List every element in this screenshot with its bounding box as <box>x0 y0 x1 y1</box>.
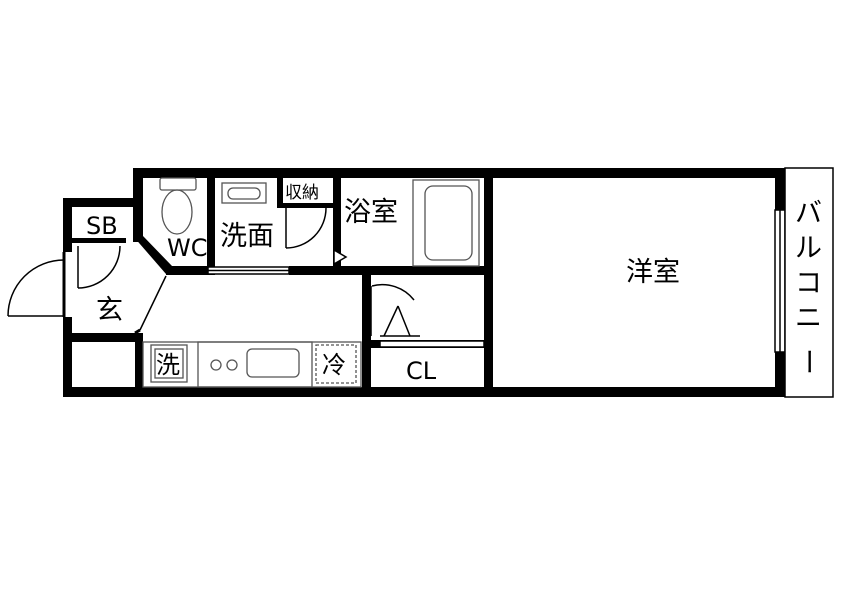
balcony-label: バ ル コ ニ ー <box>792 198 823 375</box>
washing-machine-icon <box>150 344 188 383</box>
wall-youshitsu-left <box>484 275 493 397</box>
toilet-icon <box>159 177 197 235</box>
doors <box>7 207 485 348</box>
kitchen-counter-icon <box>142 341 362 388</box>
fixtures <box>142 177 480 388</box>
closet-door <box>379 340 485 348</box>
bathtub-icon <box>412 179 480 267</box>
room-label-cl: CL <box>406 357 437 385</box>
balcony-rail <box>784 167 834 398</box>
wall-sb-top <box>63 198 143 207</box>
room-label-yokushitsu: 浴室 <box>344 197 398 228</box>
wall-store-top <box>63 333 143 342</box>
wall-corridor-top-right <box>289 266 335 275</box>
windows <box>207 209 786 353</box>
room-label-sb: SB <box>86 212 118 240</box>
label-fridge: 冷 <box>322 351 346 379</box>
wall-sb-bottom <box>72 238 126 243</box>
room-labels: SB 玄 WC 洗面 収納 浴室 洋室 CL 洗 冷 <box>86 183 680 385</box>
bath-door <box>333 248 348 266</box>
balcony <box>784 167 834 398</box>
wall-wash-bath <box>333 178 341 275</box>
room-label-wc: WC <box>167 234 208 262</box>
wall-bath-bottom <box>341 266 491 275</box>
balcony-char: ル <box>795 233 822 264</box>
label-washing-machine: 洗 <box>156 351 180 379</box>
wall-right-lower <box>775 352 785 397</box>
wall-bath-youshitsu <box>484 168 493 275</box>
wash-basin-icon <box>221 182 267 204</box>
room-label-genkan: 玄 <box>96 295 123 326</box>
wall-top <box>133 168 785 178</box>
hall-door <box>370 283 420 337</box>
balcony-char: ニ <box>795 303 822 334</box>
wall-sb-left <box>63 198 72 252</box>
balcony-char: コ <box>795 268 822 299</box>
wall-corridor-top-left <box>166 266 208 275</box>
balcony-char: ー <box>792 348 823 375</box>
wall-shuno-bottom <box>277 203 333 208</box>
entrance-door <box>7 252 66 317</box>
wall-hall-column <box>362 275 371 397</box>
outer-walls <box>63 168 785 397</box>
wall-entry-left-lower <box>63 317 72 397</box>
wall-wc-divider <box>207 178 215 275</box>
room-label-shuno: 収納 <box>285 183 319 203</box>
wall-shuno-left <box>277 178 283 208</box>
wall-store-right <box>135 333 143 397</box>
balcony-char: バ <box>795 198 822 229</box>
genkan-diagonal-door <box>134 275 167 335</box>
genkan-inner-door <box>77 245 121 289</box>
fridge-icon <box>315 344 357 384</box>
interior-walls <box>133 168 493 397</box>
wall-right-upper <box>775 168 785 210</box>
wall-bottom <box>63 387 785 397</box>
room-label-youshitsu: 洋室 <box>626 257 680 288</box>
washroom-door <box>285 207 327 249</box>
wall-diagonal-upper <box>133 236 172 274</box>
room-label-senmen: 洗面 <box>220 221 274 252</box>
